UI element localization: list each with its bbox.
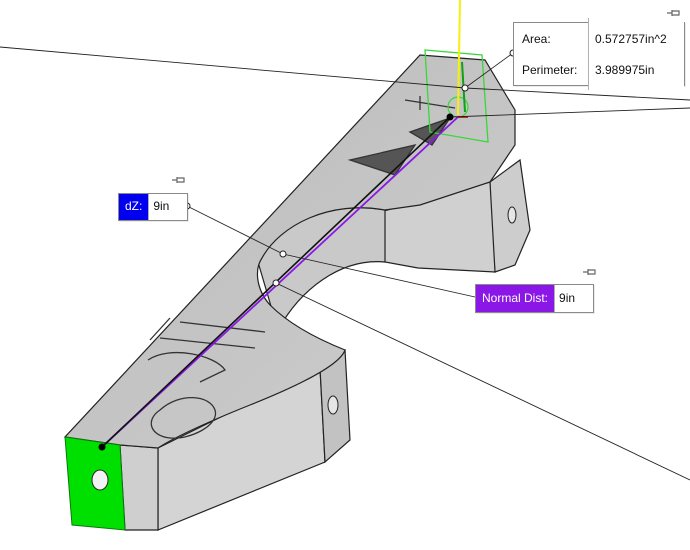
hole-left-end bbox=[91, 469, 109, 491]
dz-callout[interactable]: dZ: 9in bbox=[118, 193, 189, 221]
pin-icon[interactable] bbox=[667, 9, 681, 17]
normal-dist-label: Normal Dist: bbox=[476, 285, 555, 312]
part-body[interactable] bbox=[63, 54, 531, 531]
area-perimeter-callout[interactable]: Area: 0.572757in^2 Perimeter: 3.989975in bbox=[513, 18, 685, 90]
dz-value: 9in bbox=[148, 194, 188, 220]
pin-icon[interactable] bbox=[583, 268, 597, 276]
dz-label: dZ: bbox=[119, 194, 149, 220]
pin-icon[interactable] bbox=[172, 176, 186, 184]
perimeter-value: 3.989975in bbox=[588, 49, 684, 90]
left-block-under-face[interactable] bbox=[119, 444, 159, 531]
normal-dist-callout[interactable]: Normal Dist: 9in bbox=[475, 284, 595, 313]
perimeter-row: Perimeter: 3.989975in bbox=[514, 49, 684, 90]
measurement-lines bbox=[0, 46, 690, 481]
hole-right-block bbox=[507, 206, 517, 224]
hole-left-block bbox=[327, 395, 339, 415]
normal-dist-value: 9in bbox=[554, 285, 594, 312]
area-label: Area: bbox=[522, 31, 551, 46]
perimeter-label: Perimeter: bbox=[522, 62, 578, 77]
